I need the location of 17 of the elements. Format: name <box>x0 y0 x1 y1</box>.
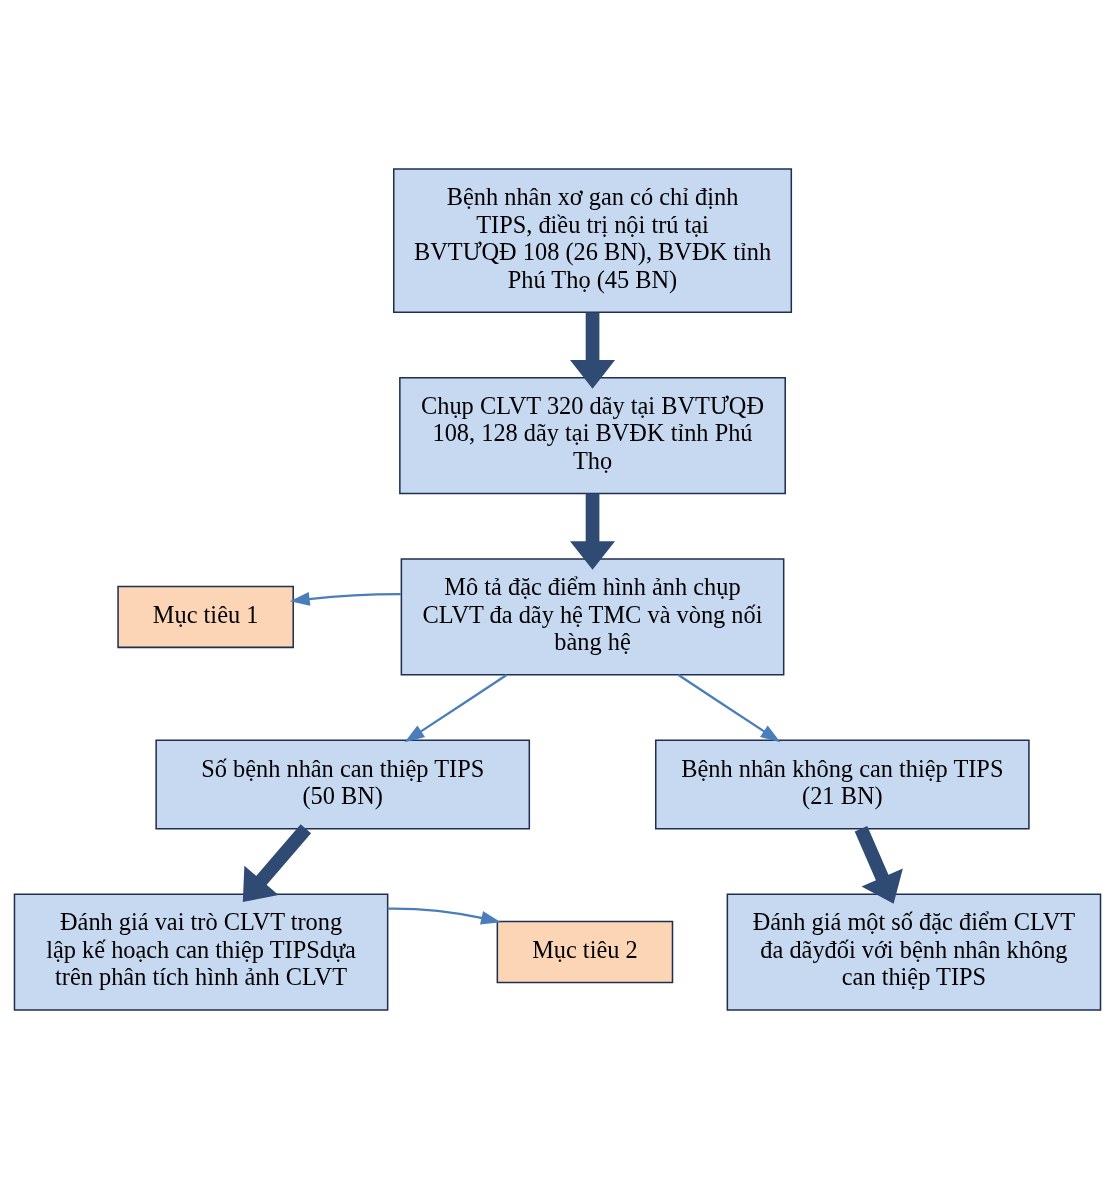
arrow <box>570 493 616 570</box>
node-box: Đánh giá một số đặc điểm CLVT đa dãyđối với bệnh nhân không can thiệp TIPS <box>726 892 1102 1011</box>
arrow <box>289 591 401 606</box>
node-box: Đánh giá vai trò CLVT trong lập kế hoạch can thiệp TIPSdựa trên phân tích hình ảnh CLVT <box>13 892 389 1011</box>
node-box: Số bệnh nhân can thiệp TIPS (50 BN) <box>155 739 531 829</box>
node-box: Chụp CLVT 320 dãy tại BVTƯQĐ 108, 128 dãy tại BVĐK tỉnh Phú Thọ <box>399 376 786 494</box>
arrow <box>387 907 501 925</box>
arrow <box>404 673 508 742</box>
node-box: Mô tả đặc điểm hình ảnh chụp CLVT đa dãy hệ TMC và vòng nối bàng hệ <box>400 557 785 676</box>
arrow <box>677 673 781 742</box>
arrow <box>854 825 903 904</box>
arrow <box>570 312 616 389</box>
arrow <box>242 823 312 902</box>
node-box: Bệnh nhân không can thiệp TIPS (21 BN) <box>655 739 1030 829</box>
node-box: Mục tiêu 2 <box>496 920 674 983</box>
node-box: Bệnh nhân xơ gan có chỉ định TIPS, điều trị nội trú tại BVTƯQĐ 108 (26 BN), BVĐK tỉnh Phú Thọ (45 BN) <box>393 167 793 313</box>
node-box: Mục tiêu 1 <box>117 585 294 648</box>
